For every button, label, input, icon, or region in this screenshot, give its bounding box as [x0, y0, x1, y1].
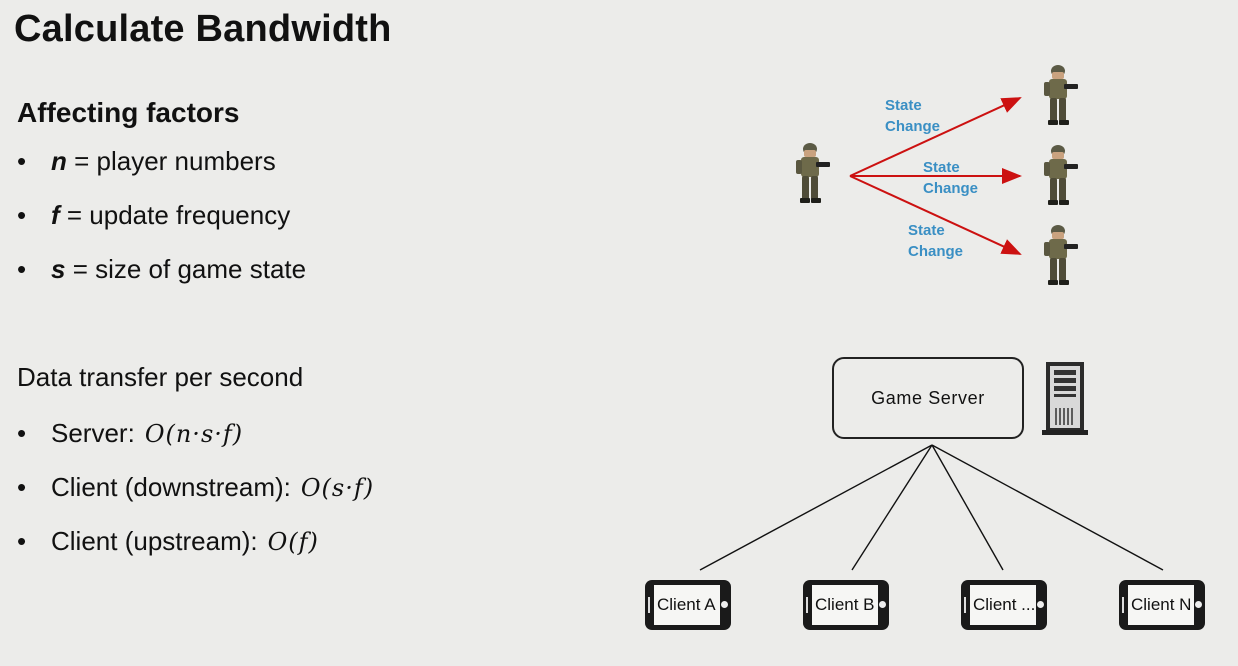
factor-description: = player numbers: [66, 146, 276, 176]
phone-speaker: [648, 597, 650, 613]
phone-speaker: [806, 597, 808, 613]
bullet: •: [17, 526, 27, 556]
state-change-label: State Change: [908, 220, 963, 262]
state-change-label: State Change: [923, 157, 978, 199]
transfer-formula: O(s·f): [300, 474, 375, 502]
server-tower-icon: [1042, 362, 1088, 435]
factors-heading: Affecting factors: [17, 97, 240, 128]
soldier-target-icon: [1044, 145, 1078, 205]
transfer-item: • Client (downstream): O(s·f): [17, 472, 374, 503]
factor-variable: f: [51, 200, 60, 230]
client-phone: Client A: [645, 580, 731, 630]
transfer-label: Client (upstream):: [51, 526, 258, 556]
factor-variable: n: [51, 146, 67, 176]
factor-variable: s: [51, 254, 66, 284]
client-label: Client N: [1128, 585, 1194, 625]
phone-button: [879, 601, 886, 608]
slide-title: Calculate Bandwidth: [14, 8, 392, 50]
transfer-label: Client (downstream):: [51, 472, 291, 502]
state-change-line1: State: [923, 159, 960, 176]
transfer-label: Server:: [51, 418, 135, 448]
transfer-heading: Data transfer per second: [17, 362, 304, 392]
soldier-target-icon: [1044, 65, 1078, 125]
connection-line: [931, 444, 1004, 571]
phone-button: [1195, 601, 1202, 608]
bullet: •: [17, 146, 27, 176]
state-change-line2: Change: [885, 118, 941, 135]
game-server-box: Game Server: [832, 357, 1024, 439]
client-label: Client ...: [970, 585, 1036, 625]
bullet: •: [17, 200, 27, 230]
state-change-line2: Change: [923, 180, 979, 197]
client-phone: Client B: [803, 580, 889, 630]
factor-item: • s = size of game state: [17, 254, 306, 285]
state-change-line1: State: [908, 222, 945, 239]
factor-description: = size of game state: [65, 254, 307, 284]
client-label: Client A: [654, 585, 720, 625]
bullet: •: [17, 254, 27, 284]
phone-button: [1037, 601, 1044, 608]
state-change-label: State Change: [885, 95, 940, 137]
client-phone: Client ...: [961, 580, 1047, 630]
factor-item: • f = update frequency: [17, 200, 290, 231]
factor-item: • n = player numbers: [17, 146, 276, 177]
transfer-formula: O(f): [267, 528, 319, 556]
transfer-item: • Client (upstream): O(f): [17, 526, 319, 557]
client-label: Client B: [812, 585, 878, 625]
phone-speaker: [964, 597, 966, 613]
connection-line: [851, 444, 933, 571]
soldier-target-icon: [1044, 225, 1078, 285]
transfer-formula: O(n·s·f): [144, 420, 244, 448]
state-change-line1: State: [885, 97, 922, 114]
state-change-line2: Change: [908, 243, 964, 260]
connection-line: [931, 444, 1164, 571]
transfer-item: • Server: O(n·s·f): [17, 418, 243, 449]
state-change-arrow: [849, 97, 1022, 177]
state-change-arrow: [849, 175, 1022, 255]
connection-line: [699, 444, 933, 571]
client-phone: Client N: [1119, 580, 1205, 630]
factor-description: = update frequency: [59, 200, 291, 230]
phone-speaker: [1122, 597, 1124, 613]
bullet: •: [17, 472, 27, 502]
soldier-source-icon: [796, 143, 830, 203]
bullet: •: [17, 418, 27, 448]
phone-button: [721, 601, 728, 608]
